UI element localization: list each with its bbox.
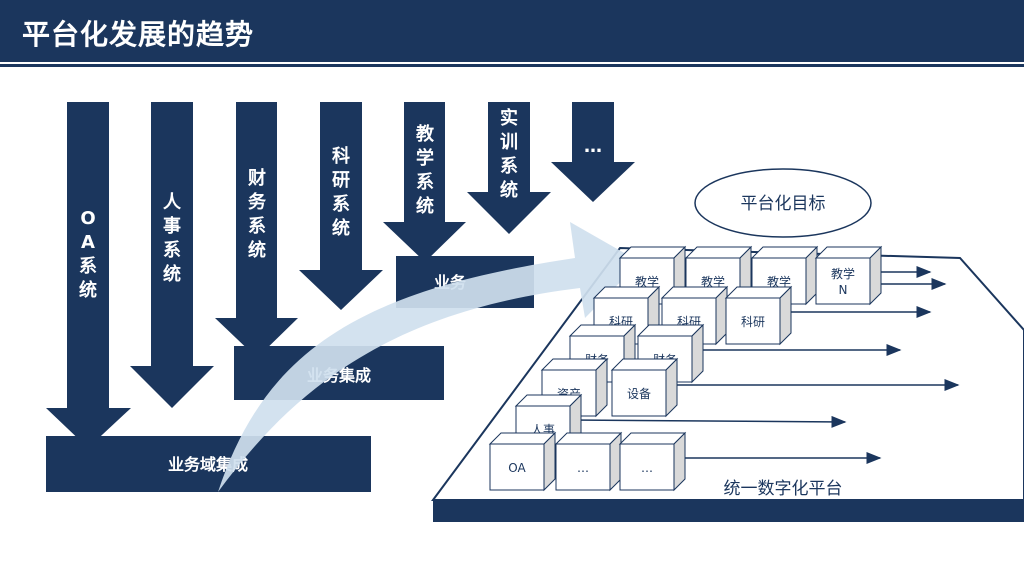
block-research-3: 科研	[724, 285, 793, 346]
block-teaching-3-label: 教学	[767, 274, 791, 289]
page-title: 平台化发展的趋势	[22, 18, 255, 51]
system-arrow-more: …	[551, 102, 635, 202]
system-arrow-teaching: 教学系统	[383, 102, 466, 262]
system-label-training: 实训系统	[500, 107, 518, 201]
block-etc-2-label: …	[641, 461, 653, 475]
block-equipment-label: 设备	[627, 387, 651, 401]
platform-blocks: 教学教学教学教学N科研科研科研财务财务资产设备人事OA……	[488, 245, 883, 492]
block-etc-2: …	[618, 431, 687, 492]
goal-ellipse: 平台化目标	[694, 168, 872, 238]
block-teaching-1-label: 教学	[635, 274, 659, 289]
system-arrow-research: 科研系统	[299, 102, 383, 310]
system-label-hr: 人事系统	[163, 192, 182, 285]
system-label-teaching: 教学系统	[416, 123, 435, 217]
system-label-finance: 财务系统	[248, 167, 267, 261]
block-etc-1: …	[554, 431, 623, 492]
block-research-3-label: 科研	[741, 315, 765, 329]
block-equipment: 设备	[610, 357, 679, 418]
system-arrow-training: 实训系统	[467, 102, 551, 234]
block-teaching-n-label: N	[839, 283, 848, 297]
system-label-more: …	[584, 136, 602, 157]
system-arrow-finance: 财务系统	[215, 102, 298, 358]
header-divider	[0, 64, 1024, 67]
block-oa: OA	[488, 431, 557, 492]
integration-bar-domain: 业务域集成	[46, 436, 371, 492]
platform-label: 统一数字化平台	[724, 479, 843, 499]
goal-label: 平台化目标	[741, 194, 826, 214]
block-etc-1-label: …	[577, 461, 589, 475]
header-bar: 平台化发展的趋势	[0, 0, 1024, 62]
block-teaching-n: 教学 N	[814, 245, 883, 306]
row-arrows	[569, 266, 960, 464]
system-arrow-hr: 人事系统	[130, 102, 214, 408]
transition-arrow	[218, 222, 640, 492]
block-teaching-2-label: 教学	[701, 274, 725, 289]
block-oa-label: OA	[508, 461, 526, 475]
block-teaching-n-label: 教学	[831, 266, 855, 281]
system-label-research: 科研系统	[332, 145, 350, 239]
